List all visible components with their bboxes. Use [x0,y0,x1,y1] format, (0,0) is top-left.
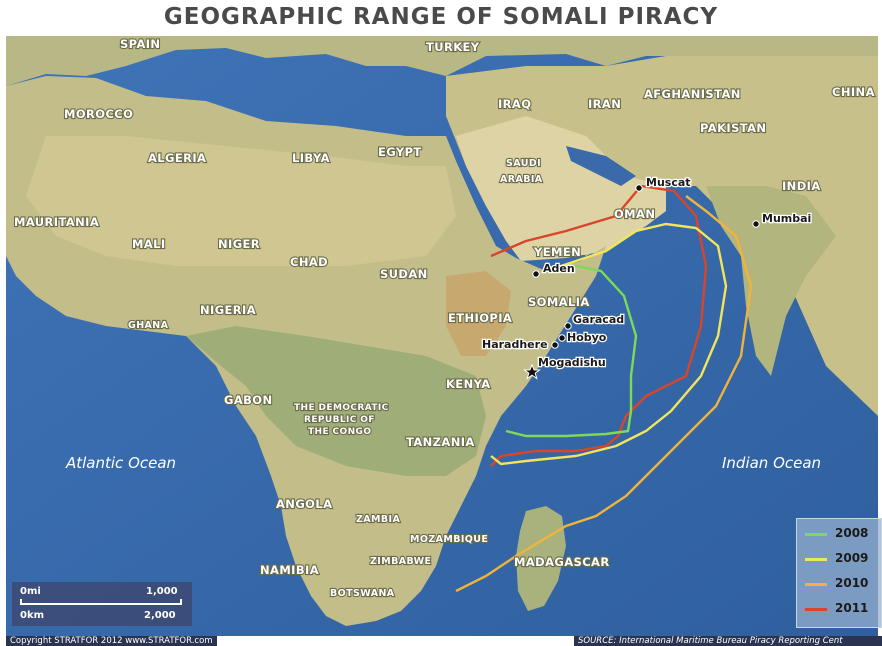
legend: 2008 2009 2010 2011 [796,518,882,628]
scale-mi-start: 0mi [20,586,41,597]
legend-label-2011: 2011 [835,601,869,615]
label-zimbabwe: ZIMBABWE [370,556,431,567]
scale-km-end: 2,000 [144,610,176,621]
label-turkey: TURKEY [426,40,480,54]
label-arabia: ARABIA [500,174,543,185]
label-chad: CHAD [290,255,328,269]
label-drc-1: THE DEMOCRATIC [294,403,389,413]
city-dot-haradhere[interactable] [551,341,559,349]
legend-swatch-2009 [805,558,827,561]
label-nigeria: NIGERIA [200,303,256,317]
scale-km-start: 0km [20,610,45,621]
city-label-muscat: Muscat [646,176,691,189]
city-label-mogadishu: Mogadishu [538,356,606,369]
label-egypt: EGYPT [378,145,422,159]
label-sudan: SUDAN [380,267,428,281]
label-libya: LIBYA [292,151,330,165]
range-2009-line [490,222,728,466]
scale-tick-start [20,599,22,605]
scale-bar: 0mi 1,000 0km 2,000 [12,582,192,626]
scale-line [20,603,182,605]
label-kenya: KENYA [446,377,491,391]
scale-mi-end: 1,000 [146,586,178,597]
copyright-text: Copyright STRATFOR 2012 www.STRATFOR.com [6,636,217,646]
range-2010-line [455,195,753,593]
city-dot-mumbai[interactable] [752,220,760,228]
label-ethiopia: ETHIOPIA [448,311,512,325]
legend-label-2010: 2010 [835,576,869,590]
label-mauritania: MAURITANIA [14,215,99,229]
source-text: SOURCE: International Maritime Bureau Pi… [574,636,882,646]
label-morocco: MOROCCO [64,107,133,121]
land-india [706,186,836,376]
legend-row-2010: 2010 [805,575,879,593]
legend-label-2009: 2009 [835,551,869,565]
city-dot-aden[interactable] [532,270,540,278]
capital-star-mogadishu[interactable] [522,363,542,380]
map-title: GEOGRAPHIC RANGE OF SOMALI PIRACY [163,4,719,30]
scale-tick-end [180,599,182,605]
label-mali: MALI [132,237,166,251]
label-tanzania: TANZANIA [406,435,475,449]
legend-swatch-2008 [805,533,827,536]
label-namibia: NAMIBIA [260,563,319,577]
city-label-hobyo: Hobyo [567,331,607,344]
label-yemen: YEMEN [533,245,581,259]
label-mozambique: MOZAMBIQUE [410,534,488,545]
label-angola: ANGOLA [276,497,332,511]
range-2011-line [490,184,708,467]
label-drc-2: REPUBLIC OF [304,415,375,425]
city-dot-garacad[interactable] [564,322,572,330]
land-europe [6,36,878,86]
label-madagascar: MADAGASCAR [514,555,610,569]
label-niger: NIGER [218,237,260,251]
label-drc-3: THE CONGO [308,427,371,437]
label-atlantic-ocean: Atlantic Ocean [65,454,176,472]
map-frame[interactable]: SPAIN TURKEY MOROCCO IRAQ IRAN AFGHANIST… [6,36,878,636]
label-pakistan: PAKISTAN [700,121,766,135]
label-oman: OMAN [614,207,655,221]
legend-label-2008: 2008 [835,526,869,540]
range-2008-line [505,264,638,438]
city-dot-hobyo[interactable] [558,334,566,342]
legend-swatch-2011 [805,608,827,611]
city-label-mumbai: Mumbai [762,212,811,225]
city-dot-muscat[interactable] [635,184,643,192]
label-saudi: SAUDI [506,158,541,169]
legend-row-2008: 2008 [805,525,879,543]
legend-row-2011: 2011 [805,600,879,618]
legend-swatch-2010 [805,583,827,586]
label-somalia: SOMALIA [528,295,590,309]
city-label-aden: Aden [543,262,575,275]
label-afghanistan: AFGHANISTAN [644,87,741,101]
map-canvas[interactable]: SPAIN TURKEY MOROCCO IRAQ IRAN AFGHANIST… [6,36,878,636]
city-label-garacad: Garacad [573,313,624,326]
label-india: INDIA [782,179,821,193]
persian-gulf [566,146,636,186]
land-arabia [456,116,666,261]
label-algeria: ALGERIA [148,151,206,165]
land-sahara [26,136,456,266]
label-china: CHINA [832,85,875,99]
label-iran: IRAN [588,97,621,111]
label-spain: SPAIN [120,37,160,51]
land-ethiopia-highlands [446,271,511,356]
label-iraq: IRAQ [498,97,531,111]
land-central-africa [186,326,486,476]
label-zambia: ZAMBIA [356,514,400,525]
legend-row-2009: 2009 [805,550,879,568]
label-botswana: BOTSWANA [330,588,395,599]
label-indian-ocean: Indian Ocean [722,454,821,472]
label-ghana: GHANA [128,320,169,331]
city-label-haradhere: Haradhere [482,338,548,351]
label-gabon: GABON [224,393,273,407]
